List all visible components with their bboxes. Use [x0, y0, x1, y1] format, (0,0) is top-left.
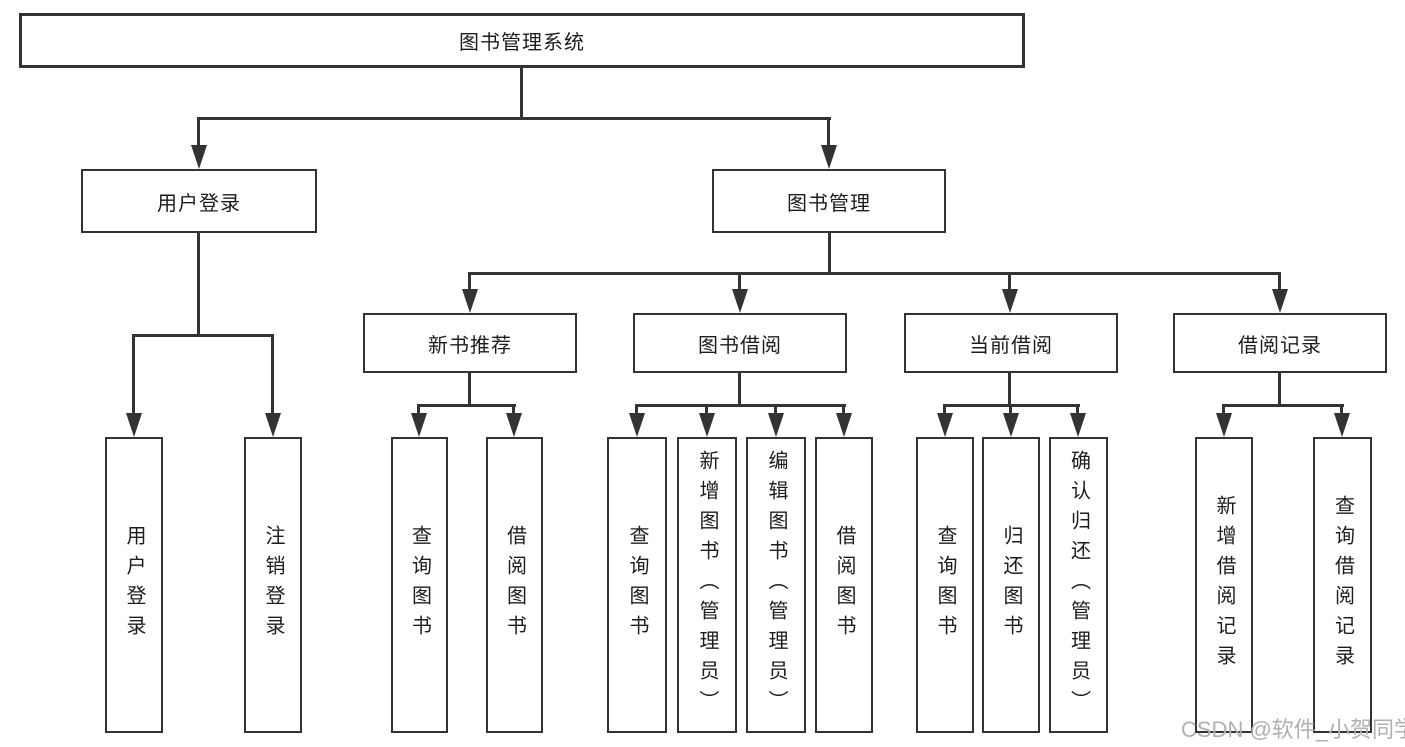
node-cb-return-books-label: 归还图书 [1000, 525, 1022, 645]
stem-current-borrow [1008, 371, 1011, 405]
drop-current-borrow [1008, 272, 1011, 292]
arrowhead-book-borrow [732, 289, 748, 313]
drop-bb-query-books [635, 404, 638, 416]
connector-new-book-rec [417, 404, 516, 407]
node-bb-borrow-books: 借阅图书 [815, 437, 873, 733]
drop-logout-leaf [271, 334, 274, 415]
node-book-mgmt-group: 图书管理 [712, 169, 946, 233]
arrowhead-logout-leaf [265, 413, 281, 437]
node-user-login-label: 用户登录 [123, 525, 145, 645]
drop-user-login-group [197, 117, 200, 148]
stem-book-mgmt-group [828, 232, 831, 273]
drop-bb-add-books [705, 404, 708, 416]
node-book-borrow-label: 图书借阅 [698, 334, 782, 357]
node-bb-edit-books: 编辑图书（管理员） [746, 437, 806, 733]
node-new-book-rec-label: 新书推荐 [428, 334, 512, 357]
node-rec-borrow-books: 借阅图书 [486, 437, 543, 733]
node-current-borrow: 当前借阅 [904, 313, 1118, 373]
connector-user-login-group [132, 334, 274, 337]
drop-bb-edit-books [774, 404, 777, 416]
arrowhead-rec-query-books [411, 413, 427, 437]
node-root: 图书管理系统 [19, 13, 1025, 68]
node-cb-return-books: 归还图书 [982, 437, 1040, 733]
node-book-mgmt-group-label: 图书管理 [787, 192, 871, 215]
drop-rec-borrow-books [512, 404, 515, 416]
stem-user-login-group [197, 232, 200, 335]
node-cb-query-books-label: 查询图书 [934, 525, 956, 645]
drop-user-login-leaf [132, 334, 135, 415]
node-br-query-record: 查询借阅记录 [1313, 437, 1372, 733]
drop-book-mgmt-group [827, 117, 830, 148]
arrowhead-bb-query-books [629, 413, 645, 437]
drop-book-borrow [738, 272, 741, 292]
drop-borrow-records [1278, 272, 1281, 292]
node-user-login: 用户登录 [105, 437, 163, 733]
arrowhead-cb-query-books [937, 413, 953, 437]
node-rec-query-books-label: 查询图书 [408, 525, 431, 645]
node-book-borrow: 图书借阅 [633, 313, 847, 373]
arrowhead-user-login-group [191, 145, 207, 169]
stem-book-borrow [738, 371, 741, 405]
node-bb-query-books: 查询图书 [607, 437, 667, 733]
drop-new-book-rec [468, 272, 471, 292]
arrowhead-bb-borrow-books [836, 413, 852, 437]
node-bb-add-books: 新增图书（管理员） [677, 437, 737, 733]
arrowhead-user-login-leaf [126, 413, 142, 437]
node-current-borrow-label: 当前借阅 [969, 334, 1053, 357]
drop-cb-query-books [943, 404, 946, 416]
arrowhead-bb-add-books [699, 413, 715, 437]
connector-book-borrow [635, 404, 846, 407]
arrowhead-new-book-rec [462, 289, 478, 313]
csdn-watermark: CSDN @软件_小贺同学 [1181, 717, 1405, 742]
node-new-book-rec: 新书推荐 [363, 313, 577, 373]
arrowhead-book-mgmt-group [821, 145, 837, 169]
drop-br-query-record [1340, 404, 1343, 416]
node-root-label: 图书管理系统 [459, 32, 585, 54]
node-cb-confirm-return-label: 确认归还（管理员） [1067, 450, 1090, 720]
node-rec-query-books: 查询图书 [391, 437, 448, 733]
connector-level2 [197, 117, 831, 120]
node-bb-borrow-books-label: 借阅图书 [833, 525, 855, 645]
connector-borrow-records [1222, 404, 1344, 407]
node-user-login-group-label: 用户登录 [157, 192, 241, 215]
node-br-add-record: 新增借阅记录 [1195, 437, 1253, 733]
arrowhead-br-add-record [1216, 413, 1232, 437]
stem-borrow-records [1278, 371, 1281, 405]
node-logout: 注销登录 [244, 437, 302, 733]
node-bb-edit-books-label: 编辑图书（管理员） [765, 450, 787, 720]
arrowhead-br-query-record [1334, 413, 1350, 437]
arrowhead-cb-confirm-return [1070, 413, 1086, 437]
connector-level3 [468, 272, 1281, 275]
node-bb-add-books-label: 新增图书（管理员） [696, 450, 718, 720]
arrowhead-cb-return-books [1003, 413, 1019, 437]
stem-root [520, 68, 523, 118]
node-borrow-records: 借阅记录 [1173, 313, 1387, 373]
node-br-add-record-label: 新增借阅记录 [1213, 495, 1235, 675]
drop-cb-return-books [1009, 404, 1012, 416]
node-br-query-record-label: 查询借阅记录 [1331, 495, 1354, 675]
drop-cb-confirm-return [1076, 404, 1079, 416]
node-cb-confirm-return: 确认归还（管理员） [1049, 437, 1108, 733]
arrowhead-borrow-records [1272, 289, 1288, 313]
drop-br-add-record [1222, 404, 1225, 416]
stem-new-book-rec [468, 371, 471, 405]
node-bb-query-books-label: 查询图书 [626, 525, 648, 645]
node-cb-query-books: 查询图书 [916, 437, 974, 733]
node-rec-borrow-books-label: 借阅图书 [503, 525, 526, 645]
drop-rec-query-books [417, 404, 420, 416]
node-user-login-group: 用户登录 [81, 169, 317, 233]
arrowhead-bb-edit-books [768, 413, 784, 437]
node-borrow-records-label: 借阅记录 [1238, 334, 1322, 357]
drop-bb-borrow-books [842, 404, 845, 416]
arrowhead-current-borrow [1002, 289, 1018, 313]
arrowhead-rec-borrow-books [506, 413, 522, 437]
node-logout-label: 注销登录 [262, 525, 284, 645]
